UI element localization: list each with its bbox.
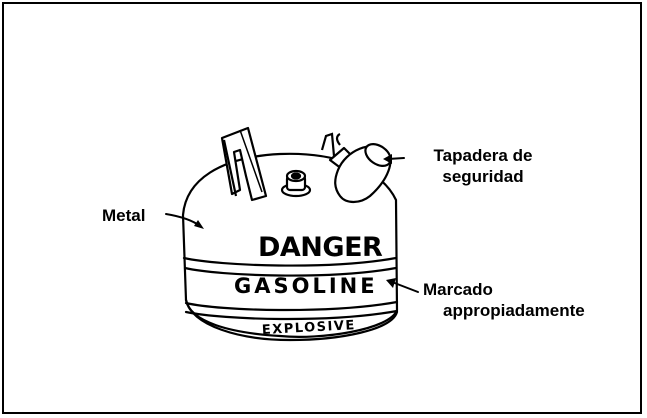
can-explosive-text: EXPLOSIVE <box>262 318 357 338</box>
band-line-2 <box>183 266 398 277</box>
label-tapadera-line2: seguridad <box>442 167 524 186</box>
can-gasoline-text: GASOLINE <box>234 274 378 298</box>
band-line-3 <box>184 300 399 312</box>
marcado-leader <box>391 281 419 293</box>
spout-post <box>320 132 336 157</box>
label-tapadera-line1: Tapadera de <box>433 146 533 165</box>
band-line-4 <box>184 309 399 321</box>
can-bottom-rim <box>184 298 399 342</box>
label-tapadera: Tapadera de seguridad <box>416 145 550 187</box>
label-marcado-line2: appropiadamente <box>443 301 585 320</box>
label-metal: Metal <box>102 206 146 225</box>
band-line-1 <box>182 256 398 267</box>
can-danger-text: DANGER <box>258 232 383 263</box>
label-marcado-line1: Marcado <box>423 280 493 299</box>
